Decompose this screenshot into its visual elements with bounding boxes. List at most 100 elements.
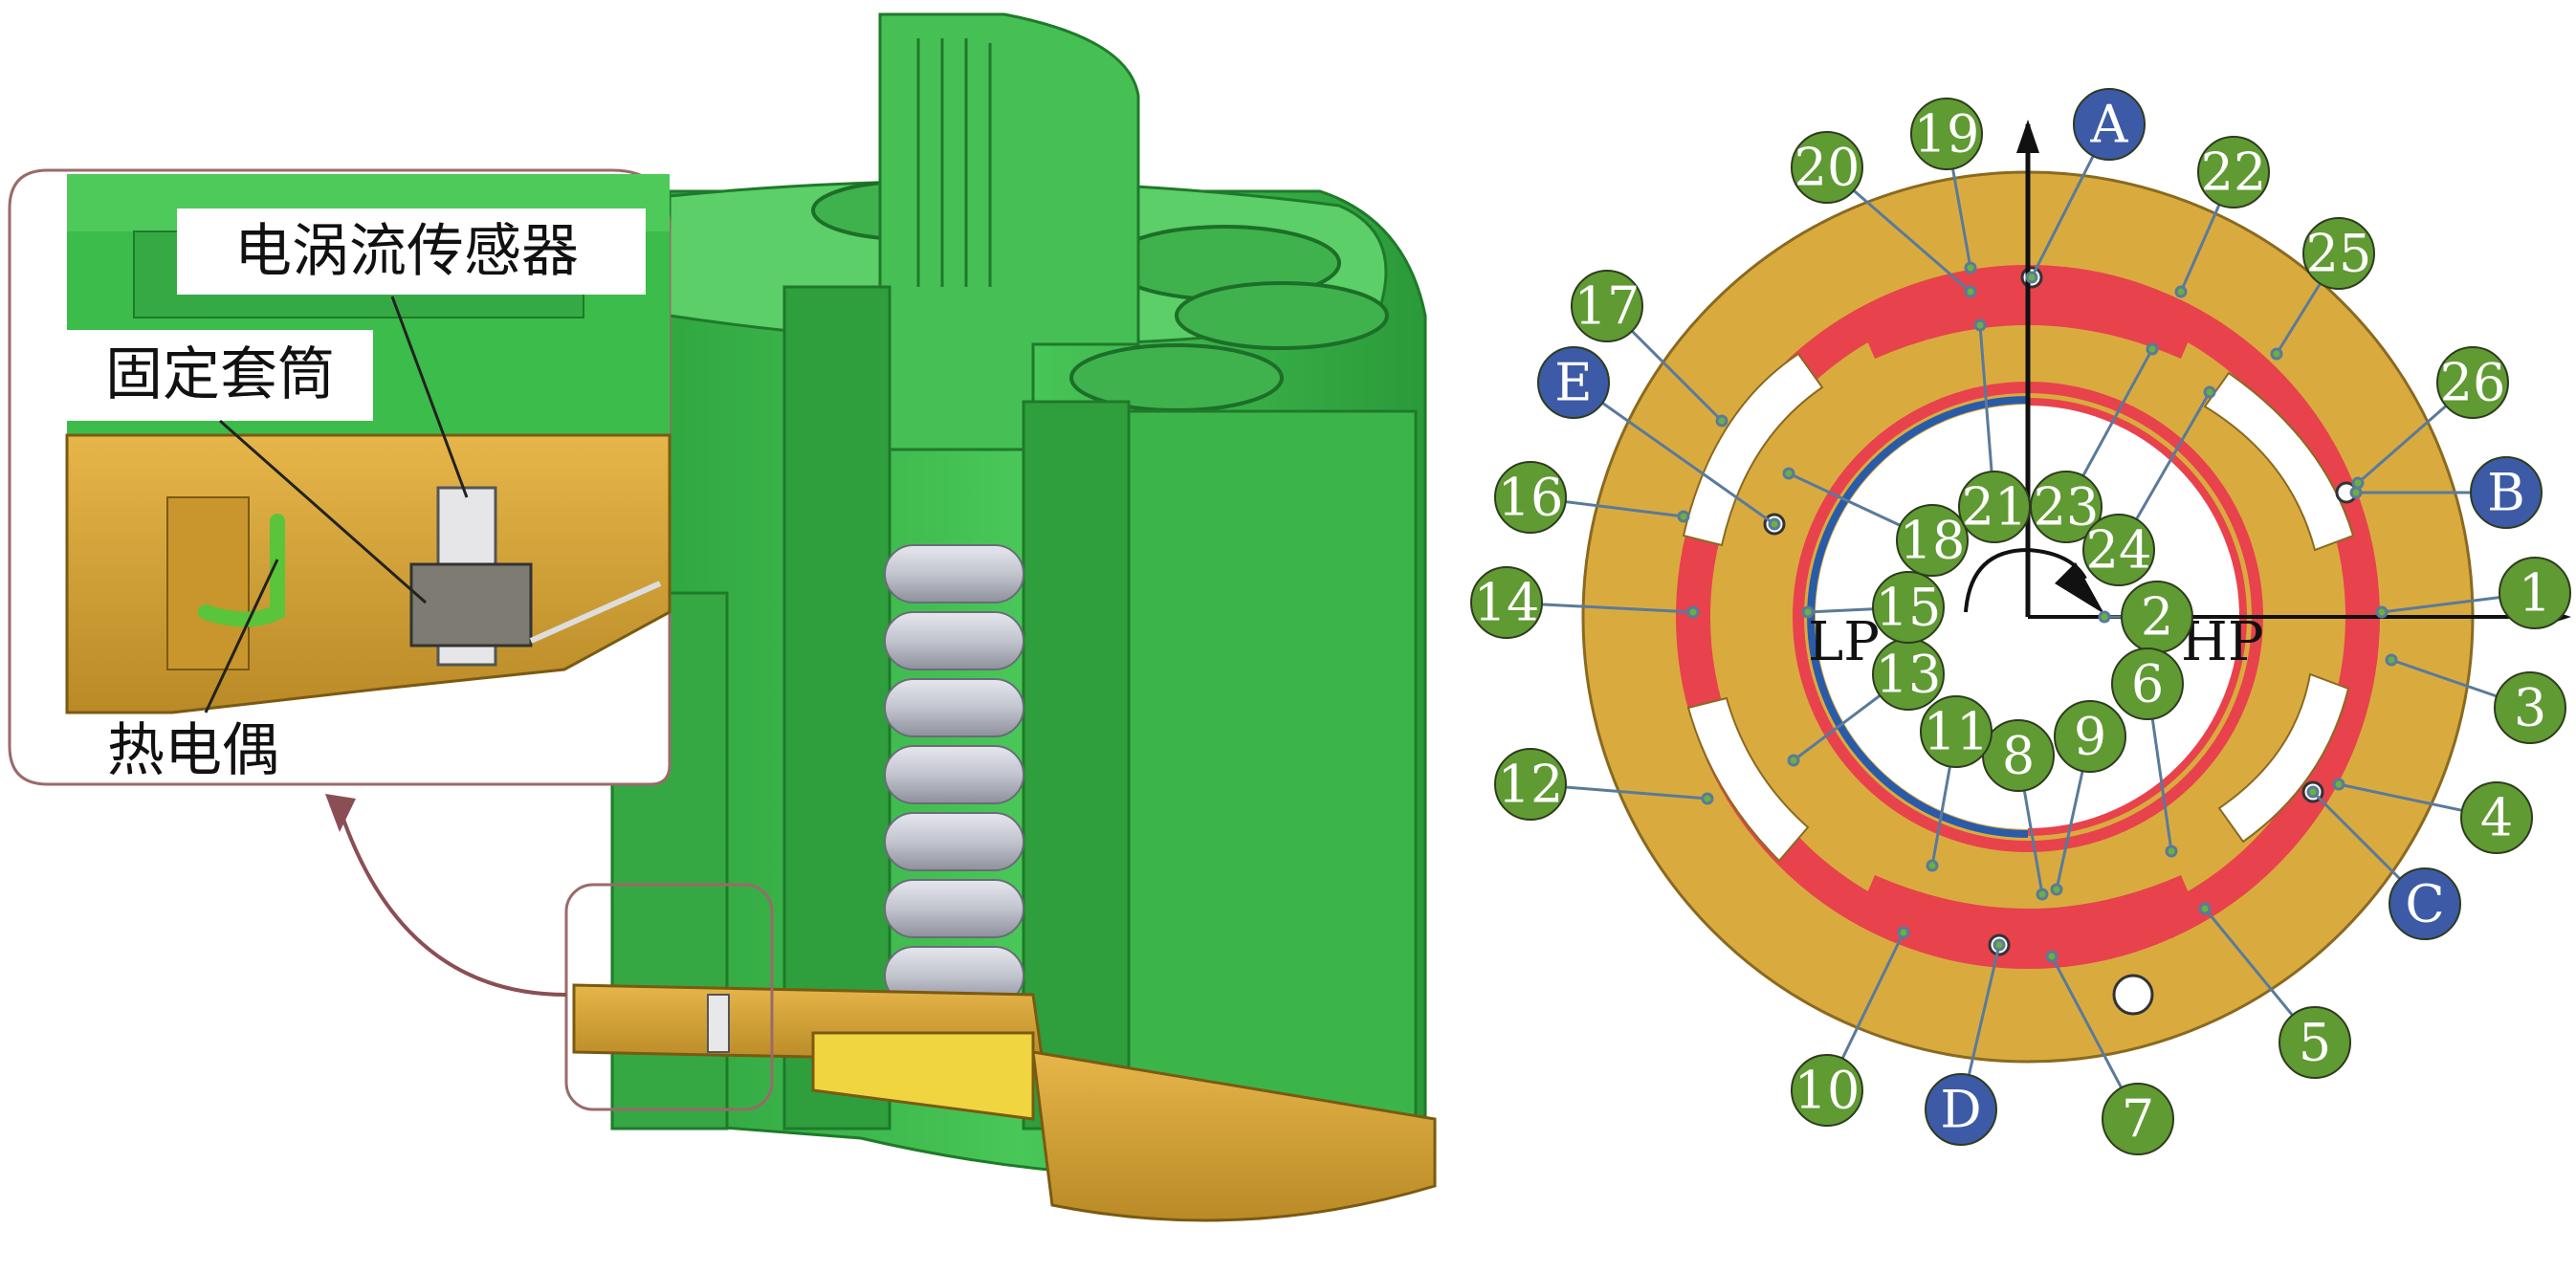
red-band-bottom: [1860, 875, 2195, 945]
point-badge-circle: [1896, 504, 1969, 577]
point-badge-circle: [1571, 270, 1643, 342]
detail-arrow-head: [325, 794, 356, 832]
point-badge-label: 4: [2480, 788, 2513, 848]
measure-point-B: [2349, 486, 2363, 499]
eddy-current-sensor-label: 电涡流传感器: [234, 218, 579, 285]
hole-badge-B: B: [2470, 456, 2543, 529]
point-badge-5: 5: [2279, 1006, 2351, 1079]
vertical-axis-arrow: [2016, 120, 2039, 153]
measure-point-2: [2098, 610, 2111, 624]
point-badge-label: 7: [2122, 1089, 2154, 1150]
point-badge-25: 25: [2302, 217, 2375, 290]
point-badge-circle: [1791, 1054, 1863, 1127]
measure-point-A: [2025, 271, 2038, 284]
point-badge-19: 19: [1910, 98, 1983, 170]
measure-point-4: [2332, 778, 2345, 791]
point-badge-circle: [1791, 131, 1863, 204]
point-badge-circle: [1494, 748, 1567, 821]
point-badge-circle: [1470, 566, 1543, 639]
point-badge-label: 22: [2201, 143, 2267, 203]
measure-point-E: [1768, 517, 1781, 531]
point-badge-7: 7: [2102, 1083, 2174, 1155]
measure-point-D: [1993, 938, 2006, 952]
point-badge-14: 14: [1470, 566, 1543, 639]
point-badge-label: 20: [1794, 138, 1860, 198]
point-badge-circle: [1910, 98, 1983, 170]
point-badge-circle: [2102, 1083, 2174, 1155]
rotation-arc-head: [2055, 562, 2104, 614]
point-badge-label: 10: [1794, 1061, 1860, 1121]
point-badge-circle: [2499, 557, 2571, 629]
hole-badge-circle: [2470, 456, 2543, 529]
point-badge-3: 3: [2494, 671, 2566, 744]
point-badge-label: 8: [2002, 726, 2035, 786]
point-badge-circle: [1920, 695, 1993, 768]
measure-point-5: [2198, 902, 2212, 915]
point-badge-label: 14: [1474, 573, 1540, 633]
hole-badge-label: B: [2487, 463, 2525, 523]
point-badge-label: 23: [2034, 477, 2100, 538]
hole-badge-D: D: [1925, 1073, 1997, 1146]
callout-labels: 电涡流传感器 固定套筒 热电偶: [57, 209, 646, 784]
measure-point-8: [2036, 888, 2049, 901]
piston-block: [1127, 409, 1418, 1159]
point-badge-17: 17: [1571, 270, 1643, 342]
leader-hole-E: [1573, 381, 1775, 526]
point-badge-label: 1: [2519, 563, 2551, 624]
pump-cross-section: [325, 12, 1437, 1222]
hole-badge-E: E: [1537, 346, 1610, 419]
bore-hole: [1175, 281, 1389, 350]
measure-point-12: [1701, 792, 1714, 805]
point-badge-24: 24: [2082, 514, 2155, 586]
point-badge-circle: [1494, 461, 1567, 534]
measure-point-26: [2351, 476, 2365, 490]
drive-shaft: [878, 12, 1140, 451]
rotation-arc: [1964, 547, 2087, 613]
detail-arrow: [338, 807, 567, 997]
point-badge-label: 25: [2306, 224, 2372, 284]
measure-point-21: [1973, 318, 1987, 332]
hole-badge-label: A: [2090, 95, 2129, 155]
point-badge-1: 1: [2499, 557, 2571, 629]
point-badge-label: 2: [2141, 587, 2173, 647]
cut-wall: [782, 285, 892, 1130]
hole-badge-C: C: [2389, 867, 2461, 940]
point-badge-circle: [2111, 647, 2184, 720]
measure-point-1: [2375, 605, 2389, 619]
point-badge-circle: [2494, 671, 2566, 744]
hole-badge-circle: [1925, 1073, 1997, 1146]
hole-badge-label: D: [1940, 1080, 1981, 1140]
point-badge-circle: [1872, 571, 1945, 644]
leader-fixed-sleeve: [219, 419, 427, 604]
hole-badge-label: C: [2405, 874, 2444, 934]
detail-highlight-frame: [564, 883, 774, 1111]
point-badge-label: 5: [2299, 1013, 2331, 1073]
point-badge-label: 24: [2086, 520, 2152, 581]
point-badge-label: 17: [1574, 276, 1640, 337]
point-badge-23: 23: [2030, 471, 2103, 543]
measure-point-9: [2050, 883, 2063, 896]
point-badge-13: 13: [1872, 638, 1945, 711]
point-badge-circle: [2197, 136, 2270, 209]
point-badge-20: 20: [1791, 131, 1863, 204]
point-badge-label: 16: [1498, 468, 1564, 528]
measure-point-18: [1782, 467, 1795, 480]
point-badge-11: 11: [1920, 695, 1993, 768]
point-badge-12: 12: [1494, 748, 1567, 821]
measure-point-16: [1677, 510, 1690, 523]
measure-point-23: [2146, 342, 2159, 356]
hole-badge-circle: [1537, 346, 1610, 419]
measure-point-25: [2270, 347, 2283, 361]
shaft-spline: [916, 38, 992, 287]
sensor-mini: [707, 994, 730, 1053]
point-badge-circle: [2302, 217, 2375, 290]
point-badge-6: 6: [2111, 647, 2184, 720]
point-badge-circle: [2054, 700, 2126, 773]
measure-point-3: [2385, 653, 2398, 667]
point-badge-22: 22: [2197, 136, 2270, 209]
measure-point-14: [1686, 605, 1700, 619]
measure-point-6: [2165, 845, 2178, 858]
point-badge-circle: [2460, 781, 2533, 854]
thermocouple-label: 热电偶: [107, 717, 279, 784]
